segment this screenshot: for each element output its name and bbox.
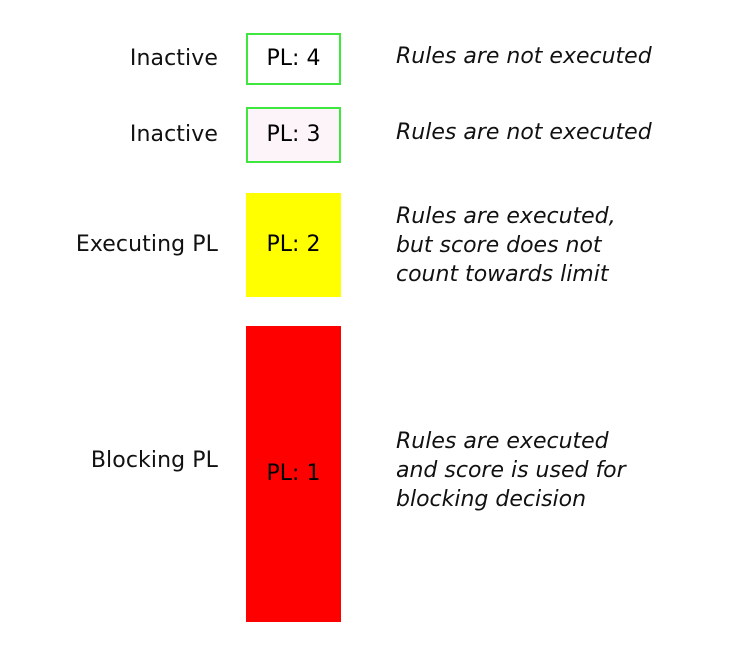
status-label-pl1: Blocking PL xyxy=(90,448,218,473)
pl-box-2[interactable]: PL: 2 xyxy=(246,193,341,297)
pl-box-label-3: PL: 3 xyxy=(266,122,321,147)
status-label-pl2: Executing PL xyxy=(75,232,218,257)
pl-box-label-4: PL: 4 xyxy=(266,46,321,71)
status-label-pl3: Inactive xyxy=(129,122,218,147)
description-pl2: Rules are executed, but score does not c… xyxy=(396,202,736,289)
description-line: Rules are executed xyxy=(396,429,609,454)
diagram-row-pl3: Inactive PL: 3 Rules are not executed xyxy=(0,107,743,163)
description-line: Rules are not executed xyxy=(396,120,652,145)
description-line: but score does not xyxy=(396,233,602,258)
pl-box-label-1: PL: 1 xyxy=(266,461,321,486)
pl-box-4[interactable]: PL: 4 xyxy=(246,33,341,85)
description-pl4: Rules are not executed xyxy=(396,42,736,71)
description-line: and score is used for xyxy=(396,458,626,483)
description-line: blocking decision xyxy=(396,487,587,512)
pl-box-1[interactable]: PL: 1 xyxy=(246,326,341,622)
description-line: Rules are executed, xyxy=(396,204,616,229)
description-line: Rules are not executed xyxy=(396,44,652,69)
diagram-row-pl4: Inactive PL: 4 Rules are not executed xyxy=(0,33,743,85)
description-pl1: Rules are executed and score is used for… xyxy=(396,427,736,514)
status-label-pl4: Inactive xyxy=(129,46,218,71)
description-line: count towards limit xyxy=(396,262,609,287)
description-pl3: Rules are not executed xyxy=(396,118,736,147)
diagram-row-pl2: Executing PL PL: 2 Rules are executed, b… xyxy=(0,193,743,297)
pl-box-label-2: PL: 2 xyxy=(266,232,321,257)
pl-box-3[interactable]: PL: 3 xyxy=(246,107,341,163)
diagram-row-pl1: Blocking PL PL: 1 Rules are executed and… xyxy=(0,326,743,622)
